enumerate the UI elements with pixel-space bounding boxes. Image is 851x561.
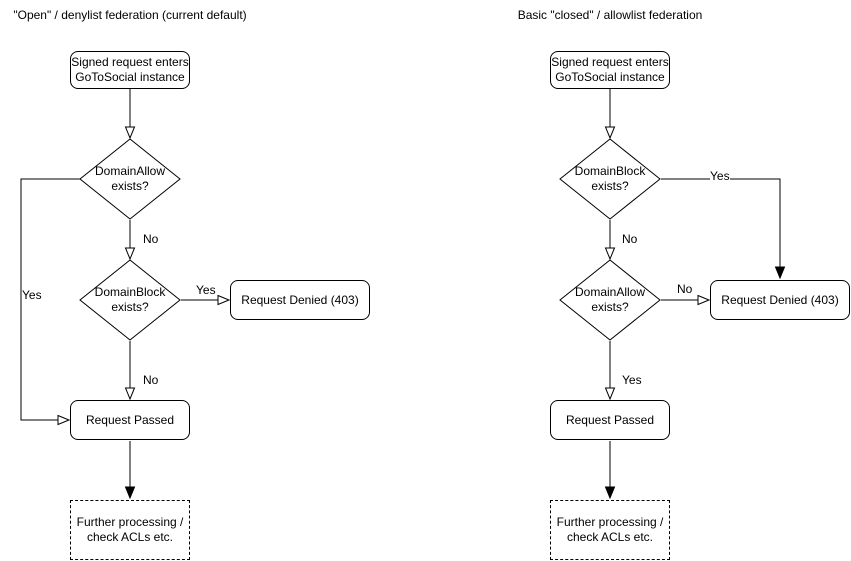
node-request-denied: Request Denied (403) [230,280,370,320]
decision1-label: DomainBlock exists? [574,164,646,193]
edge-label-no: No [622,232,638,246]
node-start: Signed request enters GoToSocial instanc… [70,51,190,89]
edge-label-no: No [143,373,159,387]
decision-diamond-domainblock [79,259,181,341]
edge-label-yes: Yes [196,283,216,297]
decision-diamond-domainallow [79,138,181,220]
node-further-processing: Further processing / check ACLs etc. [70,500,190,560]
node-request-denied: Request Denied (403) [710,280,850,320]
decision2-label: DomainAllow exists? [574,285,646,314]
edge-label-yes: Yes [622,373,642,387]
flow-arrow-decision1-yes-denied [661,178,780,278]
node-start: Signed request enters GoToSocial instanc… [550,51,670,89]
edge-label-yes: Yes [710,169,730,183]
chart-title-open-denylist: "Open" / denylist federation (current de… [13,8,247,22]
decision2-label: DomainBlock exists? [94,285,166,314]
node-further-processing: Further processing / check ACLs etc. [550,500,670,560]
node-request-passed: Request Passed [550,400,670,440]
node-request-passed: Request Passed [70,400,190,440]
flow-arrow-decision1-yes-passed [20,178,81,420]
decision-diamond-domainblock [559,138,661,220]
edge-label-no: No [143,232,159,246]
edge-label-yes: Yes [22,288,42,302]
chart-title-closed-allowlist: Basic "closed" / allowlist federation [517,8,703,22]
decision1-label: DomainAllow exists? [94,164,166,193]
decision-diamond-domainallow [559,259,661,341]
edge-label-no: No [677,282,693,296]
